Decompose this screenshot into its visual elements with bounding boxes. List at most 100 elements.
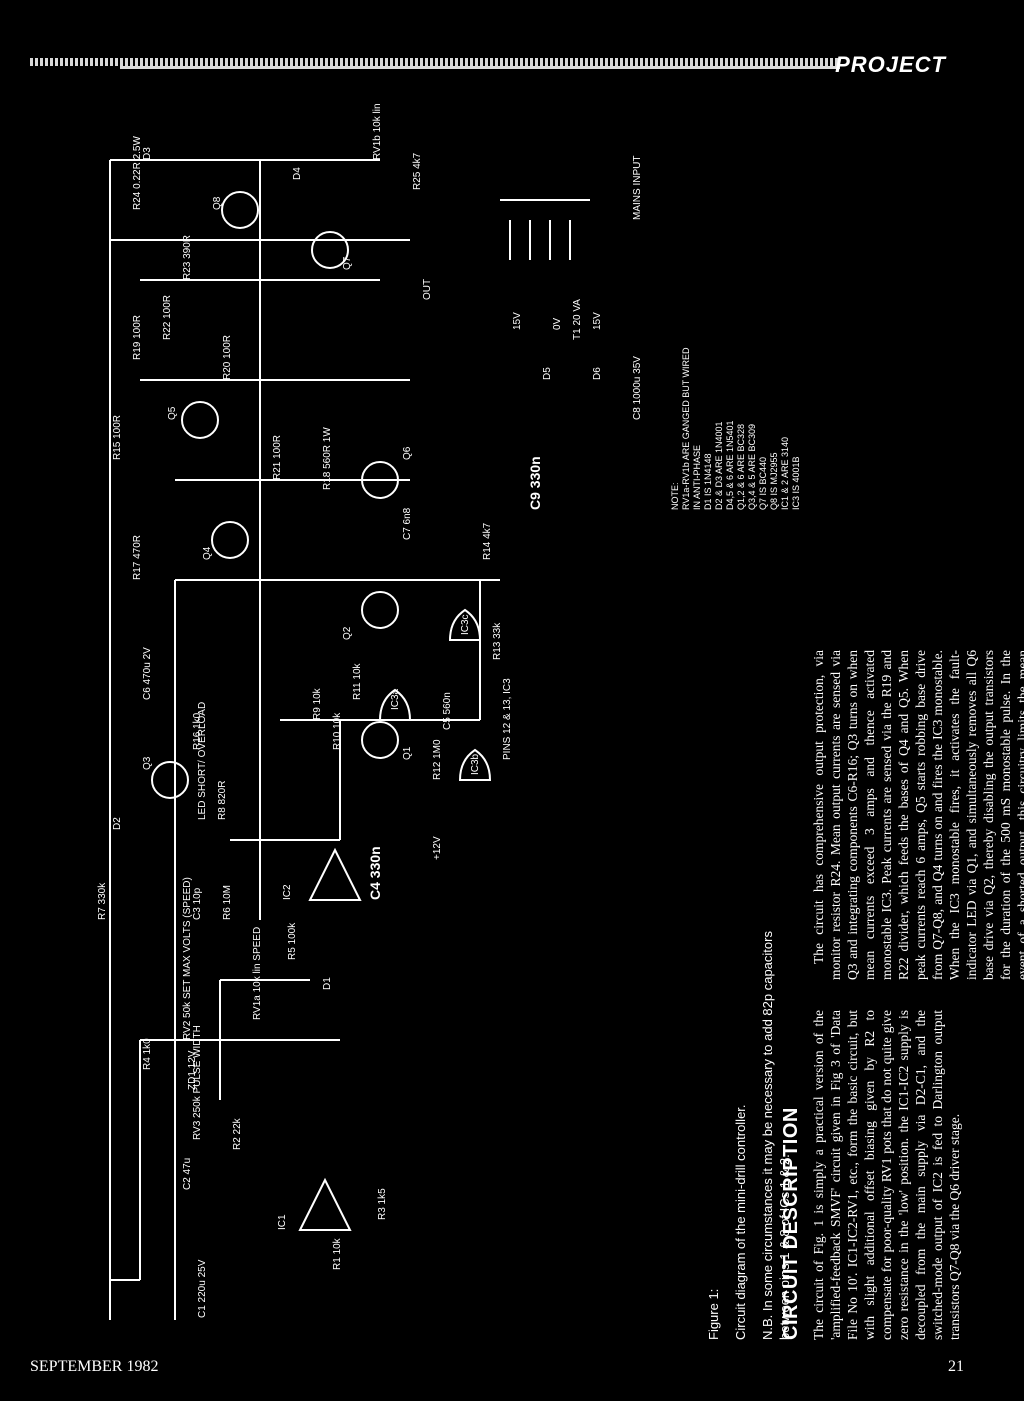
label-c7: C7 6n8 — [402, 507, 413, 540]
component-notes: NOTE: RV1a-RV1b ARE GANGED BUT WIRED IN … — [670, 250, 802, 510]
ic3a-symbol — [378, 688, 412, 721]
label-c5: C5 560n — [442, 692, 453, 730]
label-d3: D3 — [142, 147, 153, 160]
notes-line: Q3,4 & 5 ARE BC309 — [747, 423, 757, 510]
label-r16: R16 1k0 — [192, 712, 203, 750]
label-q2: Q2 — [342, 626, 353, 640]
article-column-2: The circuit has comprehensive output pro… — [810, 650, 1024, 980]
label-r10: R10 10k — [332, 712, 343, 750]
ic3b-symbol — [458, 748, 492, 781]
label-mains: MAINS INPUT — [632, 156, 643, 220]
label-d6: D6 — [592, 367, 603, 380]
label-r13: R13 33k — [492, 622, 503, 660]
label-d2: D2 — [112, 817, 123, 830]
label-rv1a: RV1a 10k lin SPEED — [252, 927, 263, 1020]
label-d1: D1 — [322, 977, 333, 990]
label-r17: R17 470R — [132, 535, 143, 580]
q6-symbol — [361, 461, 399, 499]
right-wires — [110, 159, 410, 241]
q2-symbol — [361, 591, 399, 629]
label-15v-b: 15V — [592, 312, 603, 330]
label-ic3a: IC3a — [390, 688, 401, 710]
transformer-coils — [509, 220, 571, 260]
label-r19: R19 100R — [132, 315, 143, 360]
label-r5: R5 100k — [287, 922, 298, 960]
label-led: LED SHORT/ OVERLOAD — [197, 702, 208, 820]
notes-line: Q7 IS BC440 — [758, 456, 768, 510]
notes-title: NOTE: — [670, 482, 680, 510]
rotated-page: C1 220u 25V IC1 R1 10k R3 1k5 RV3 250k P… — [80, 100, 1024, 1340]
label-q6: Q6 — [402, 446, 413, 460]
article-body: The circuit of Fig. 1 is simply a practi… — [810, 640, 1024, 1340]
article-column-1: The circuit of Fig. 1 is simply a practi… — [810, 1010, 1024, 1340]
label-q5: Q5 — [167, 406, 178, 420]
label-r21: R21 100R — [272, 435, 283, 480]
schematic-svg: C1 220u 25V IC1 R1 10k R3 1k5 RV3 250k P… — [97, 103, 643, 1320]
label-r15: R15 100R — [112, 415, 123, 460]
header-rule — [30, 58, 840, 66]
label-0v: 0V — [552, 317, 563, 330]
label-r4: R4 1k0 — [142, 1038, 153, 1070]
label-d4: D4 — [292, 167, 303, 180]
label-r25: R25 4k7 — [412, 152, 423, 190]
label-c1: C1 220u 25V — [197, 1259, 208, 1318]
label-r18: R18 560R 1W — [322, 427, 333, 490]
label-d5: D5 — [542, 367, 553, 380]
label-c3: C3 10p — [192, 887, 203, 920]
notes-line: IC3 IS 4001B — [791, 456, 801, 510]
ic2-symbol — [308, 847, 362, 901]
output-wires — [140, 279, 500, 581]
article-paragraph-2: The circuit has comprehensive output pro… — [811, 650, 1024, 980]
label-12v: +12V — [432, 836, 443, 860]
page-number: 21 — [948, 1358, 964, 1375]
label-r9: R9 10k — [312, 687, 323, 720]
label-rv3: RV3 250k PULSE WIDTH — [192, 1025, 203, 1140]
notes-line: IC1 & 2 ARE 3140 — [780, 436, 790, 510]
section-title: PROJECT — [835, 52, 946, 77]
notes-line: RV1a-RV1b ARE GANGED BUT WIRED — [681, 347, 691, 510]
label-zd1: ZD1 12V — [187, 1050, 198, 1090]
notes-line: D4,5 & 6 ARE 1N5401 — [725, 420, 735, 510]
notes-line: D1 IS 1N4148 — [703, 453, 713, 510]
label-r14: R14 4k7 — [482, 522, 493, 560]
ic3c-symbol — [448, 608, 482, 641]
figure-text: Circuit diagram of the mini-drill contro… — [733, 1104, 748, 1340]
label-r23: R23 390R — [182, 235, 193, 280]
q3-symbol — [151, 761, 189, 799]
label-ic1: IC1 — [277, 1214, 288, 1230]
label-ic3c: IC3c — [460, 614, 471, 635]
q5-symbol — [181, 401, 219, 439]
figure-label: Figure 1: — [706, 1288, 721, 1340]
label-q4: Q4 — [202, 546, 213, 560]
mid-wires — [230, 720, 341, 841]
label-15v-a: 15V — [512, 312, 523, 330]
label-r6: R6 10M — [222, 885, 233, 920]
label-r20: R20 100R — [222, 335, 233, 380]
notes-line: IN ANTI-PHASE — [692, 444, 702, 510]
label-rv1b: RV1b 10k lin — [372, 103, 383, 160]
notes-line: D2 & D3 ARE 1N4001 — [714, 421, 724, 510]
label-q7: Q7 — [342, 256, 353, 270]
label-r24: R24 0.22R 2.5W — [132, 136, 143, 210]
label-pins: PINS 12 & 13, IC3 — [502, 678, 513, 760]
notes-line: Q1,2 & 6 ARE BC328 — [736, 423, 746, 510]
label-rv2: RV2 50k SET MAX VOLTS (SPEED) — [182, 877, 193, 1040]
label-c2: C2 47u — [182, 1158, 193, 1190]
label-r2: R2 22k — [232, 1117, 243, 1150]
label-q3: Q3 — [142, 756, 153, 770]
label-r22: R22 100R — [162, 295, 173, 340]
q1-symbol — [361, 721, 399, 759]
label-r12: R12 1M0 — [432, 739, 443, 780]
q4-symbol — [211, 521, 249, 559]
label-r7: R7 330k — [97, 882, 108, 920]
article-paragraph-1: The circuit of Fig. 1 is simply a practi… — [811, 1010, 962, 1340]
label-r8: R8 820R — [217, 781, 228, 820]
label-r11: R11 10k — [352, 662, 363, 700]
label-t1: T1 20 VA — [572, 299, 583, 340]
label-c9: C9 330n — [527, 456, 543, 510]
label-ic2: IC2 — [282, 884, 293, 900]
label-r3: R3 1k5 — [377, 1188, 388, 1220]
q8-symbol — [221, 191, 259, 229]
ic1-symbol — [298, 1177, 352, 1231]
label-out: OUT — [422, 279, 433, 300]
